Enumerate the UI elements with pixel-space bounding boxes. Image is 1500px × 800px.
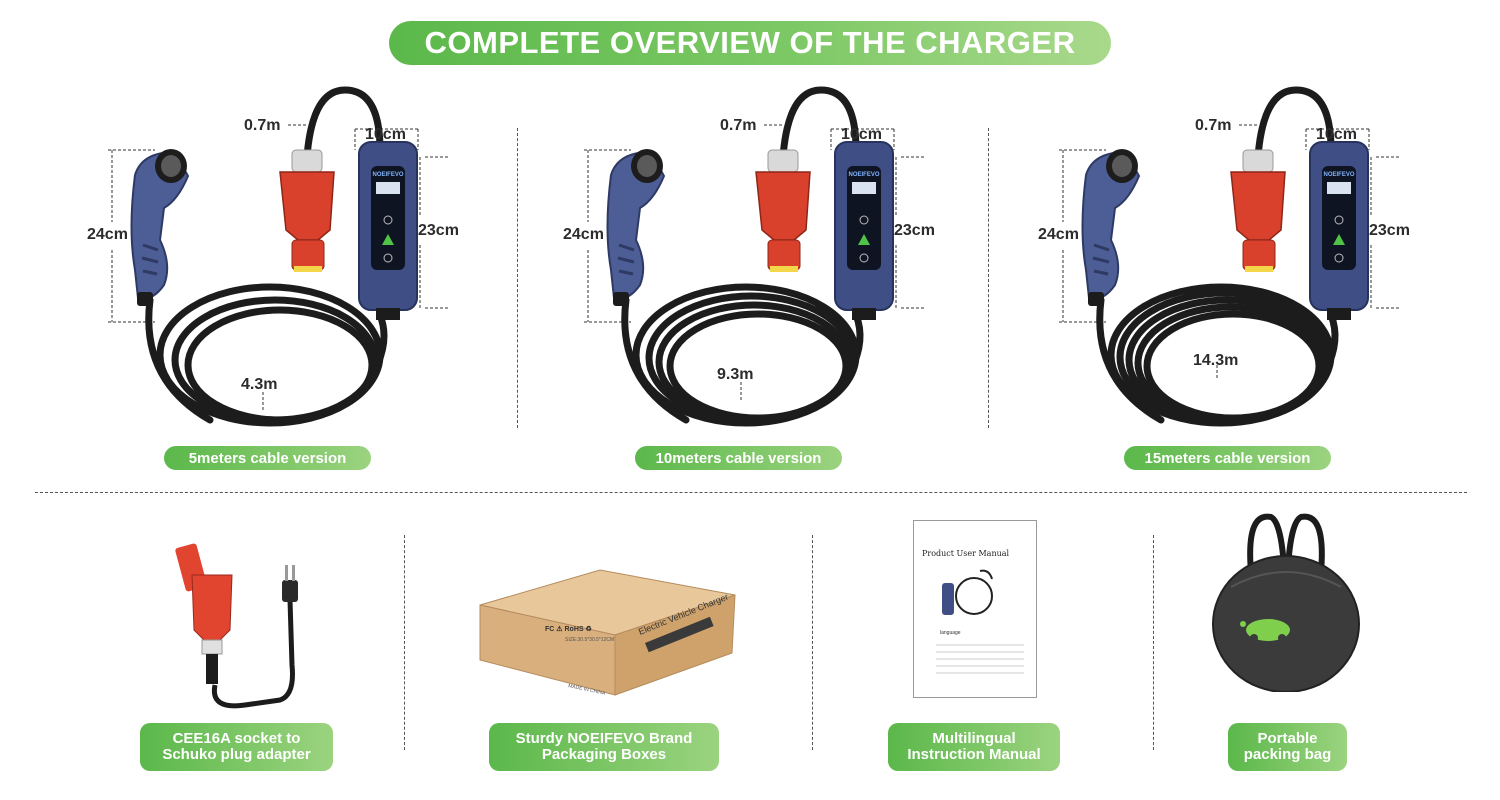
type2-connector-icon <box>130 149 190 306</box>
packing-bag-icon <box>1212 513 1360 692</box>
control-box-icon: NOEIFEVO <box>1309 141 1369 320</box>
divider-horizontal <box>35 492 1467 493</box>
svg-text:FC ⚠ RoHS ♻: FC ⚠ RoHS ♻ <box>545 625 592 633</box>
box-width-label: 10cm <box>365 126 406 143</box>
accessory-label-box: Sturdy NOEIFEVO Brand Packaging Boxes <box>489 723 719 771</box>
svg-text:NOEIFEVO: NOEIFEVO <box>372 172 403 178</box>
plug-cable-length-label: 0.7m <box>720 117 757 134</box>
version-label-10m: 10meters cable version <box>635 446 842 470</box>
divider-bottom-2 <box>812 535 813 750</box>
cee-red-plug-icon <box>755 149 811 272</box>
cee-red-plug-icon <box>279 149 335 272</box>
type2-connector-icon <box>606 149 666 306</box>
box-width-label: 10cm <box>841 126 882 143</box>
page-title: COMPLETE OVERVIEW OF THE CHARGER <box>389 21 1111 65</box>
plug-cable-length-label: 0.7m <box>1195 117 1232 134</box>
cable-length-label: 14.3m <box>1193 352 1239 369</box>
cee-red-plug-icon <box>1230 149 1286 272</box>
divider-bottom-1 <box>404 535 405 750</box>
divider-bottom-3 <box>1153 535 1154 750</box>
handle-height-label: 24cm <box>1038 226 1079 243</box>
control-box-icon: NOEIFEVO <box>834 141 894 320</box>
charger-illustration: NOEIFEVO <box>1059 86 1399 427</box>
version-label-5m: 5meters cable version <box>164 446 371 470</box>
svg-text:SIZE:30.5*30.5*12CM: SIZE:30.5*30.5*12CM <box>565 637 614 643</box>
cable-length-label: 9.3m <box>717 366 754 383</box>
charger-variant-15m: NOEIFEVO 0.7m 10cm 24cm 23cm 14.3m <box>1031 80 1451 450</box>
accessory-label-adapter: CEE16A socket to Schuko plug adapter <box>140 723 333 771</box>
divider-top-1 <box>517 128 518 428</box>
manual-title: Product User Manual <box>922 549 1010 558</box>
manual-charger-icon <box>936 569 1024 674</box>
divider-top-2 <box>988 128 989 428</box>
accessory-label-manual: Multilingual Instruction Manual <box>888 723 1060 771</box>
svg-text:NOEIFEVO: NOEIFEVO <box>848 172 879 178</box>
manual-illustration: Product User Manual language <box>913 520 1037 698</box>
box-width-label: 10cm <box>1316 126 1357 143</box>
cable-length-label: 4.3m <box>241 376 278 393</box>
manual-section: language <box>940 630 961 636</box>
adapter-icon <box>175 543 298 709</box>
box-height-label: 23cm <box>894 222 935 239</box>
version-label-15m: 15meters cable version <box>1124 446 1331 470</box>
handle-height-label: 24cm <box>87 226 128 243</box>
type2-connector-icon <box>1081 149 1141 306</box>
charger-illustration: NOEIFEVO <box>108 86 448 427</box>
charger-variant-10m: NOEIFEVO 0.7m 10cm 24cm 23cm 9.3m <box>556 80 976 450</box>
charger-illustration: NOEIFEVO <box>584 86 924 427</box>
box-height-label: 23cm <box>1369 222 1410 239</box>
box-height-label: 23cm <box>418 222 459 239</box>
svg-text:NOEIFEVO: NOEIFEVO <box>1323 172 1354 178</box>
plug-cable-length-label: 0.7m <box>244 117 281 134</box>
green-car-icon <box>1240 619 1290 642</box>
accessory-label-bag: Portable packing bag <box>1228 723 1347 771</box>
control-box-icon: NOEIFEVO <box>358 141 418 320</box>
handle-height-label: 24cm <box>563 226 604 243</box>
charger-variant-5m: NOEIFEVO 0.7m 10cm 24cm 23cm 4.3m <box>80 80 500 450</box>
packaging-box-icon: FC ⚠ RoHS ♻ SIZE:30.5*30.5*12CM MADE IN … <box>479 569 736 697</box>
